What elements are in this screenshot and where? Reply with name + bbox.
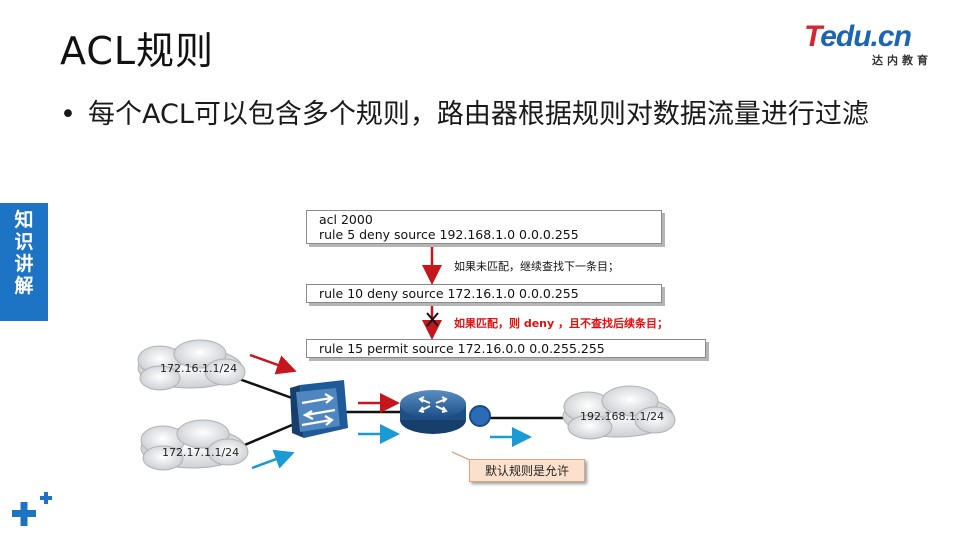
side-tab-char: 讲 <box>14 253 34 275</box>
cloud-icon <box>137 339 246 391</box>
interface-dot-icon <box>469 405 491 427</box>
cloud-icon <box>562 385 676 440</box>
cloud-label-1: 172.16.1.1/24 <box>160 362 238 375</box>
cloud-label-2: 172.17.1.1/24 <box>162 446 240 459</box>
plus-logo-icon <box>12 492 52 526</box>
bullet-dot-icon: • <box>60 99 76 130</box>
acl-rule-10: rule 10 deny source 172.16.1.0 0.0.0.255 <box>319 286 579 301</box>
acl-header-line: acl 2000 <box>319 212 373 227</box>
acl-rule-box-1: acl 2000 rule 5 deny source 192.168.1.0 … <box>306 210 662 244</box>
acl-rule-box-2: rule 10 deny source 172.16.1.0 0.0.0.255 <box>306 284 662 303</box>
logo-subtitle: 达内教育 <box>872 54 932 67</box>
slide-title: ACL规则 <box>60 29 215 73</box>
side-tab-char: 解 <box>14 275 34 297</box>
note-match: 如果匹配，则 deny ，且不查找后续条目； <box>454 317 668 330</box>
router-icon <box>400 390 466 434</box>
tedu-logo: Tedu.cn 达内教育 <box>804 20 934 67</box>
callout-pointer <box>451 451 473 462</box>
side-tab-knowledge: 知 识 讲 解 <box>0 203 48 321</box>
red-traffic-arrow <box>249 353 297 375</box>
cyan-traffic-arrow <box>251 449 295 470</box>
bullet-text: 每个ACL可以包含多个规则，路由器根据规则对数据流量进行过滤 <box>88 99 869 130</box>
default-rule-callout: 默认规则是允许 <box>469 459 585 482</box>
switch-icon <box>290 380 348 438</box>
acl-rule-box-3: rule 15 permit source 172.16.0.0 0.0.255… <box>306 339 706 358</box>
side-tab-char: 知 <box>14 209 34 231</box>
blocked-x-icon <box>426 312 439 327</box>
logo-wordmark: Tedu.cn <box>804 20 912 53</box>
acl-rule-5: rule 5 deny source 192.168.1.0 0.0.0.255 <box>319 227 579 242</box>
note-no-match: 如果未匹配，继续查找下一条目； <box>454 260 619 273</box>
cloud-label-3: 192.168.1.1/24 <box>580 410 665 423</box>
acl-rule-15: rule 15 permit source 172.16.0.0 0.0.255… <box>319 341 605 356</box>
side-tab-char: 识 <box>14 231 34 253</box>
cloud-icon <box>140 419 249 471</box>
